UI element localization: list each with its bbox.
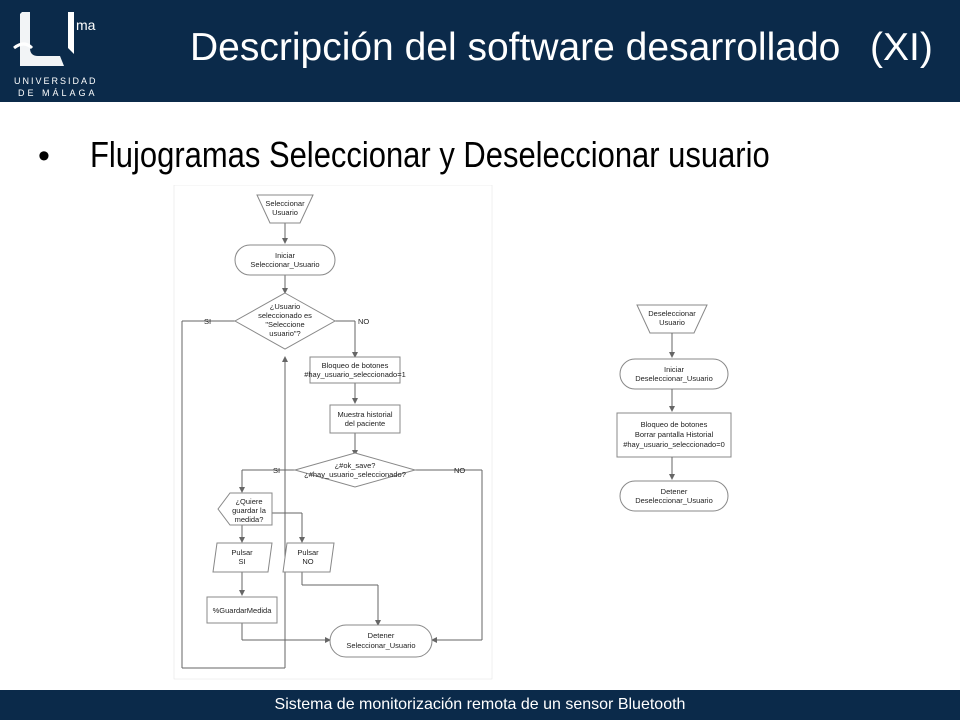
node-deselect-stop-l2: Deseleccionar_Usuario xyxy=(635,496,713,505)
university-logo: ma UNIVERSIDAD DE MÁLAGA xyxy=(13,12,98,98)
node-press-no-l2: NO xyxy=(302,557,313,566)
header-bar: ma UNIVERSIDAD DE MÁLAGA Descripción del… xyxy=(0,0,960,102)
bullet-dot-icon: • xyxy=(38,137,50,175)
node-deselect-block-l1: Bloqueo de botones xyxy=(641,420,708,429)
node-select-stop-l1: Detener xyxy=(368,631,395,640)
edge-label-decision1-no: NO xyxy=(358,317,369,326)
flowchart-diagram: Seleccionar Usuario Iniciar Seleccionar_… xyxy=(173,185,732,680)
edge-label-decision1-yes: SI xyxy=(204,317,211,326)
node-press-yes-l2: SI xyxy=(238,557,245,566)
node-decision2-l1: ¿#ok_save? xyxy=(335,461,376,470)
node-deselect-start-l2: Usuario xyxy=(659,318,685,327)
node-deselect-init-l2: Deseleccionar_Usuario xyxy=(635,374,713,383)
node-show-history-l1: Muestra historial xyxy=(337,410,392,419)
node-decision3-l3: medida? xyxy=(235,515,264,524)
node-decision3-l2: guardar la xyxy=(232,506,267,515)
node-deselect-block-l2: Borrar pantalla Historial xyxy=(635,430,714,439)
node-select-stop-l2: Seleccionar_Usuario xyxy=(346,641,415,650)
node-deselect-init-l1: Iniciar xyxy=(664,365,685,374)
node-press-yes-l1: Pulsar xyxy=(231,548,253,557)
footer-text: Sistema de monitorización remota de un s… xyxy=(274,696,686,713)
footer-bar: Sistema de monitorización remota de un s… xyxy=(0,690,960,720)
node-decision3-l1: ¿Quiere xyxy=(235,497,262,506)
node-deselect-start-l1: Deseleccionar xyxy=(648,309,696,318)
node-select-init-l1: Iniciar xyxy=(275,251,296,260)
logo-line2: DE MÁLAGA xyxy=(18,88,98,98)
node-block-buttons-l2: #hay_usuario_seleccionado=1 xyxy=(304,370,406,379)
node-press-no-l1: Pulsar xyxy=(297,548,319,557)
node-show-history-l2: del paciente xyxy=(345,419,385,428)
slide-title: Descripción del software desarrollado xyxy=(190,26,841,69)
slide-number: (XI) xyxy=(870,26,933,69)
node-block-buttons-l1: Bloqueo de botones xyxy=(322,361,389,370)
node-select-start-l2: Usuario xyxy=(272,208,298,217)
node-decision1-l1: ¿Usuario xyxy=(270,302,300,311)
node-decision2-l2: ¿#hay_usuario_seleccionado? xyxy=(304,470,406,479)
node-decision1-l4: usuario"? xyxy=(269,329,300,338)
logo-line1: UNIVERSIDAD xyxy=(14,76,98,86)
logo-mark: ma xyxy=(76,17,96,33)
edge-label-decision2-no: NO xyxy=(454,466,465,475)
node-select-start-l1: Seleccionar xyxy=(265,199,305,208)
bullet-text: Flujogramas Seleccionar y Deseleccionar … xyxy=(90,134,770,175)
node-save-measure: %GuardarMedida xyxy=(213,606,273,615)
node-deselect-stop-l1: Detener xyxy=(661,487,688,496)
node-decision1-l2: seleccionado es xyxy=(258,311,312,320)
edge-label-decision2-yes: SI xyxy=(273,466,280,475)
node-decision1-l3: "Seleccione xyxy=(265,320,304,329)
node-deselect-block-l3: #hay_usuario_seleccionado=0 xyxy=(623,440,725,449)
node-select-init-l2: Seleccionar_Usuario xyxy=(250,260,319,269)
